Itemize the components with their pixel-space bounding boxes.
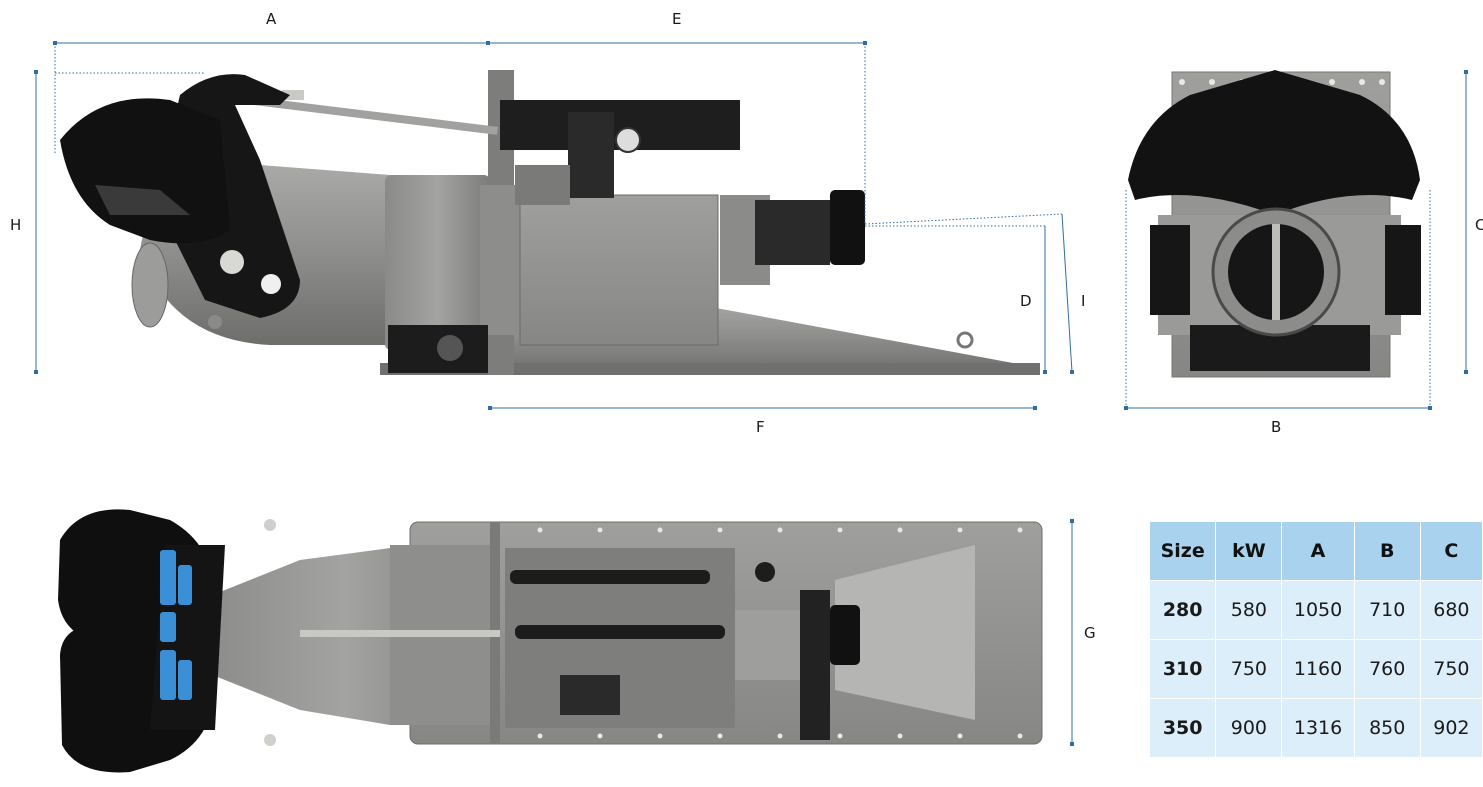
table-cell: 902 (1420, 699, 1483, 758)
col-header-a: A (1282, 522, 1355, 581)
table-row: 350 900 1316 850 902 (1150, 699, 1483, 758)
front-reverse-bucket (1128, 70, 1420, 215)
side-view (60, 70, 1040, 375)
dim-label-F: F (756, 418, 765, 436)
dim-label-H: H (10, 216, 21, 234)
dim-label-A: A (266, 10, 277, 28)
top-steering-rod (300, 630, 500, 637)
table-row: 280 580 1050 710 680 (1150, 581, 1483, 640)
side-flange-black (830, 190, 865, 265)
side-reverse-bucket (60, 98, 230, 244)
table-row: 310 750 1160 760 750 (1150, 640, 1483, 699)
top-view (58, 509, 1043, 773)
top-flange-black (800, 590, 830, 740)
table-cell: 1050 (1282, 581, 1355, 640)
table-cell: 580 (1216, 581, 1283, 640)
front-view (1128, 70, 1421, 378)
dim-label-E: E (672, 10, 681, 28)
top-logo-mark (160, 550, 192, 700)
table-cell: 350 (1150, 699, 1217, 758)
dim-label-C: C (1475, 216, 1483, 234)
table-cell: 750 (1420, 640, 1483, 699)
table-cell: 710 (1354, 581, 1421, 640)
table-cell: 900 (1216, 699, 1283, 758)
side-gearbox-box (519, 194, 719, 346)
dim-label-I: I (1081, 292, 1085, 310)
dim-label-D: D (1020, 292, 1032, 310)
table-cell: 750 (1216, 640, 1283, 699)
table-cell: 1160 (1282, 640, 1355, 699)
table-header-row: Size kW A B C (1150, 522, 1483, 581)
dim-label-G: G (1084, 624, 1096, 642)
table-cell: 280 (1150, 581, 1217, 640)
table-cell: 760 (1354, 640, 1421, 699)
side-impeller-housing (385, 175, 490, 350)
dimension-lines (34, 41, 1468, 746)
dim-label-B: B (1271, 418, 1281, 436)
col-header-b: B (1354, 522, 1421, 581)
col-header-c: C (1420, 522, 1483, 581)
table-cell: 850 (1354, 699, 1421, 758)
col-header-kw: kW (1216, 522, 1283, 581)
side-steering-rod (229, 94, 498, 135)
table-cell: 680 (1420, 581, 1483, 640)
spec-table: Size kW A B C 280 580 1050 710 680 310 7… (1150, 522, 1483, 758)
table-cell: 310 (1150, 640, 1217, 699)
table-cell: 1316 (1282, 699, 1355, 758)
col-header-size: Size (1150, 522, 1217, 581)
